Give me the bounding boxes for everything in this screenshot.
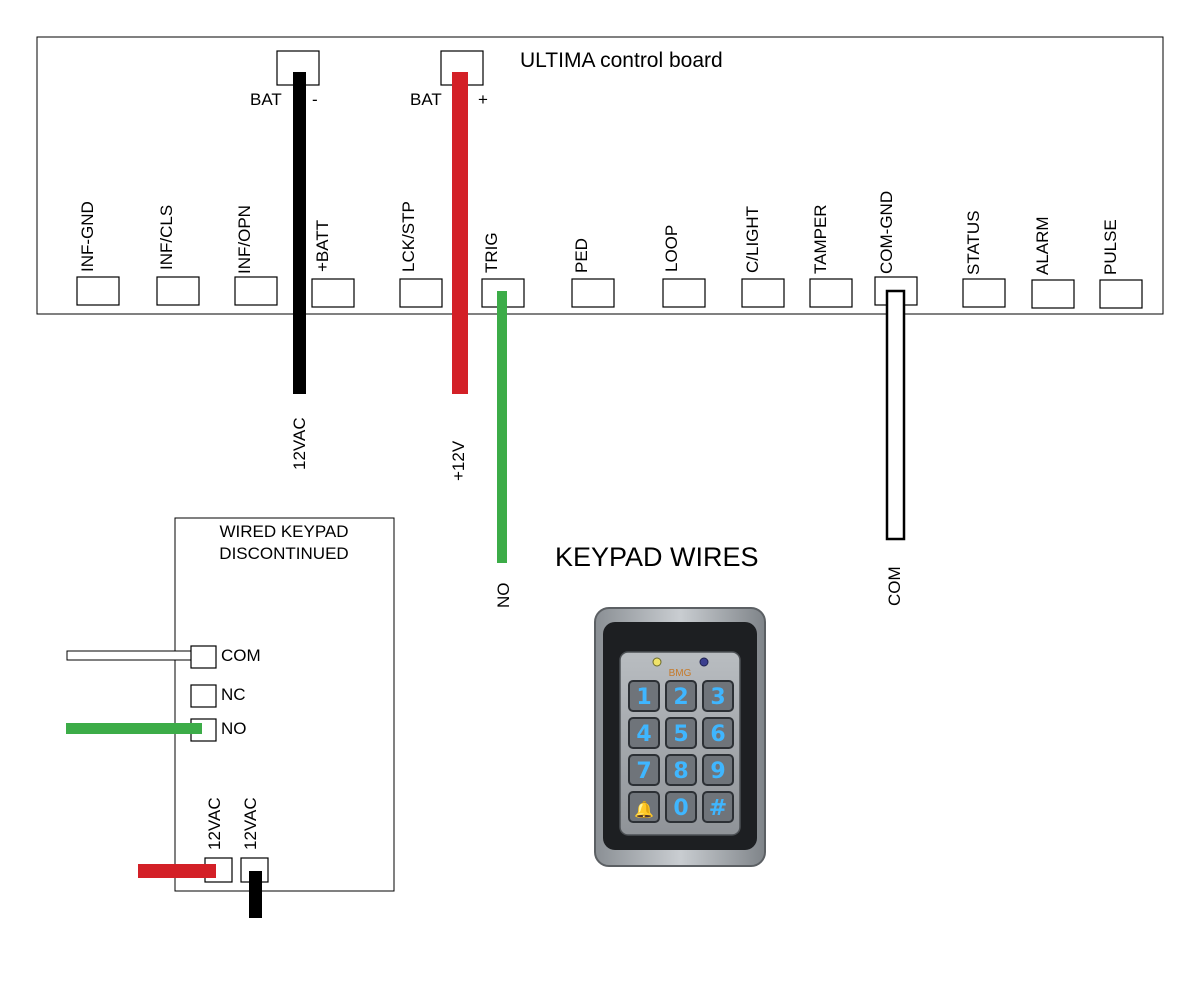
keypad-key-2 <box>665 680 697 712</box>
panel-com-terminal <box>190 645 217 669</box>
panel-com-label: COM <box>221 646 261 665</box>
terminal-ped-label: PED <box>572 238 591 273</box>
terminal-inf-gnd-label: INF-GND <box>78 201 97 272</box>
terminal-c-light-box <box>741 278 785 308</box>
black-wire <box>293 72 306 394</box>
bat-positive-label: BAT <box>410 90 442 109</box>
keypad-led-blue <box>699 657 709 667</box>
wired-keypad-panel <box>174 517 395 892</box>
panel-no-label: NO <box>221 719 247 738</box>
keypad-key-8-label: 8 <box>673 759 688 784</box>
terminal-status-box <box>962 278 1006 308</box>
terminal-inf-gnd-box <box>76 276 120 306</box>
keypad-wires-heading: KEYPAD WIRES <box>555 542 759 572</box>
terminal-batt-label: +BATT <box>313 220 332 272</box>
board-title: ULTIMA control board <box>520 49 723 72</box>
terminal-inf-cls-box <box>156 276 200 306</box>
terminal-pulse-box <box>1099 279 1143 309</box>
keypad-brand: BMG <box>669 668 692 679</box>
terminal-status-label: STATUS <box>964 210 983 275</box>
terminal-inf-opn-box <box>234 276 278 306</box>
terminal-tamper-label: TAMPER <box>811 204 830 274</box>
keypad-key-8 <box>665 754 697 786</box>
keypad-key-9 <box>702 754 734 786</box>
terminal-alarm-box <box>1031 279 1075 309</box>
bat-positive-sign: + <box>478 90 488 109</box>
terminal-alarm-label: ALARM <box>1033 216 1052 275</box>
keypad-key-3 <box>702 680 734 712</box>
keypad-key-hash-label: # <box>709 796 727 821</box>
com-white-wire <box>885 289 906 541</box>
keypad-key-bell-label: 🔔 <box>634 800 654 819</box>
keypad-key-7-label: 7 <box>636 759 651 784</box>
panel-12vac-label-2: 12VAC <box>241 797 260 850</box>
keypad-led-yellow <box>652 657 662 667</box>
keypad-key-bell <box>628 791 660 823</box>
keypad-key-5-label: 5 <box>673 722 688 747</box>
keypad-key-5 <box>665 717 697 749</box>
terminal-pulse-label: PULSE <box>1101 219 1120 275</box>
terminal-tamper-box <box>809 278 853 308</box>
panel-12vac-label-1: 12VAC <box>205 797 224 850</box>
keypad-key-hash <box>702 791 734 823</box>
terminal-inf-cls-label: INF/CLS <box>157 205 176 270</box>
terminal-lck-stp-box <box>399 278 443 308</box>
bat-negative-label: BAT <box>250 90 282 109</box>
terminal-loop-box <box>662 278 706 308</box>
red-wire-label: +12V <box>449 440 468 481</box>
black-wire-label: 12VAC <box>290 417 309 470</box>
keypad-photo: BMG 1 2 3 4 5 6 7 8 9 🔔 0 # <box>594 607 766 867</box>
panel-black-wire <box>249 871 262 918</box>
terminal-loop-label: LOOP <box>662 225 681 272</box>
green-wire <box>497 291 507 563</box>
terminal-ped-box <box>571 278 615 308</box>
keypad-key-6 <box>702 717 734 749</box>
keypad-key-0 <box>665 791 697 823</box>
terminal-inf-opn-label: INF/OPN <box>235 205 254 274</box>
bat-negative-sign: - <box>312 90 318 109</box>
panel-nc-label: NC <box>221 685 246 704</box>
terminal-c-light-label: C/LIGHT <box>743 206 762 273</box>
keypad-key-7 <box>628 754 660 786</box>
keypad-key-6-label: 6 <box>710 722 725 747</box>
terminal-com-gnd-label: COM-GND <box>877 191 896 274</box>
terminal-batt-box <box>311 278 355 308</box>
keypad-panel-title-line1: WIRED KEYPAD <box>219 522 348 541</box>
keypad-key-0-label: 0 <box>673 796 688 821</box>
keypad-key-3-label: 3 <box>710 685 725 710</box>
keypad-key-4-label: 4 <box>636 722 651 747</box>
keypad-key-9-label: 9 <box>710 759 725 784</box>
com-wire-label: COM <box>885 566 904 606</box>
keypad-key-4 <box>628 717 660 749</box>
control-board-frame <box>36 36 1164 315</box>
panel-red-wire <box>138 864 216 878</box>
panel-nc-terminal <box>190 684 217 708</box>
terminal-lck-stp-label: LCK/STP <box>399 201 418 272</box>
keypad-key-1-label: 1 <box>636 685 651 710</box>
terminal-trig-label: TRIG <box>482 232 501 273</box>
keypad-panel-title-line2: DISCONTINUED <box>219 544 348 563</box>
panel-no-green-wire-end <box>66 723 202 734</box>
keypad-key-1 <box>628 680 660 712</box>
red-wire <box>452 72 468 394</box>
keypad-key-2-label: 2 <box>673 685 688 710</box>
green-wire-label: NO <box>494 583 513 609</box>
